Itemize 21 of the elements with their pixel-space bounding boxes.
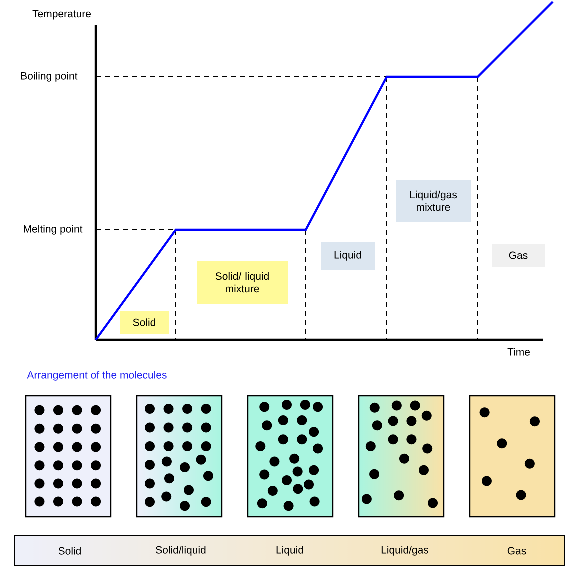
- state-label: Liquid: [276, 546, 304, 556]
- molecule-box-drawing: [136, 395, 223, 518]
- phase-label: Liquid/gas mixture: [396, 180, 471, 222]
- state-label: Liquid/gas: [382, 546, 429, 556]
- axis-label: Time: [508, 348, 530, 356]
- axis-label: Melting point: [24, 225, 83, 235]
- molecule-box-drawing: [469, 395, 556, 518]
- axis-label: Boiling point: [21, 72, 78, 82]
- state-label: Solid: [58, 547, 81, 555]
- phase-label: Solid: [120, 311, 169, 334]
- section-title: Arrangement of the molecules: [27, 371, 167, 381]
- state-label: Solid/liquid: [156, 546, 206, 556]
- axis-label: Temperature: [32, 10, 91, 20]
- state-bar: [14, 536, 566, 566]
- molecule-box-drawing: [247, 395, 334, 518]
- molecule-box-drawing: [358, 395, 445, 518]
- molecule-box-drawing: [25, 395, 112, 518]
- phase-label: Gas: [492, 244, 545, 267]
- phase-label: Solid/ liquid mixture: [197, 261, 288, 304]
- state-label: Gas: [508, 547, 526, 555]
- phase-label: Liquid: [321, 242, 375, 270]
